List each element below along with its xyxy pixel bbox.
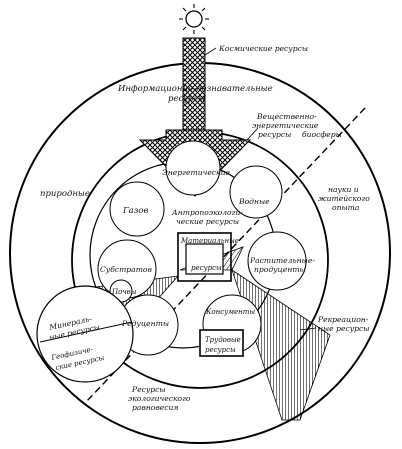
label-gases: Газов [122,206,148,216]
label-balance-2: экологического [128,394,191,403]
label-natural: природные [40,189,90,199]
label-anthropo-2: ческие ресурсы [176,217,239,226]
sun-icon [179,4,209,34]
label-recreation-2: ные ресурсы [318,324,369,333]
label-balance-3: равновесия [132,403,178,412]
label-consumers: Консументы [205,308,255,316]
label-substrate: Субстратов [100,265,152,274]
mineral-circle [36,285,134,383]
label-material-2: ресурсы [191,264,222,272]
label-soils: Почвы [111,288,137,296]
label-matenergy-1: Вещественно- [256,112,317,121]
label-material-1: Материальные [180,237,239,245]
label-labor-1: Трудовые [205,336,241,344]
labor-box [199,329,244,357]
label-science-3: опыта [332,203,360,212]
label-plant-2: продуценты [254,265,306,274]
divider-line [85,107,366,403]
label-balance-1: Ресурсы [131,385,166,394]
label-science-1: науки и [328,185,359,194]
recreation-sector [231,269,331,421]
material-inner-box [185,243,224,275]
label-anthropo-1: Антропоэкологи- [171,208,243,217]
label-matenergy-2: энергетические [252,121,319,130]
recreation-leader [299,327,317,331]
label-matenergy-3: ресурсы [258,130,291,139]
label-plant-1: Растительные- [249,256,315,265]
gases-circle [109,181,165,237]
label-energy: Энергетические [162,168,230,177]
label-labor-2: ресурсы [205,346,236,354]
label-matenergy-4: биосферы [302,130,342,139]
plant-circle [247,231,307,291]
energy-circle [165,140,221,196]
label-water: Водные [238,197,270,206]
matenergy-leader [246,127,259,141]
mineral-divider [39,321,133,343]
label-info-2: ресурсы [168,94,205,104]
material-box [177,232,232,282]
water-circle [229,165,283,219]
label-info-1: Информационно-познавательные [117,84,273,94]
label-recreation-1: Рекреацион- [317,315,369,324]
label-cosmic: Космические ресурсы [218,44,308,53]
label-science-2: житейского [318,194,370,203]
label-reducers: Редуценты [121,319,169,328]
cosmic-leader [204,47,217,56]
